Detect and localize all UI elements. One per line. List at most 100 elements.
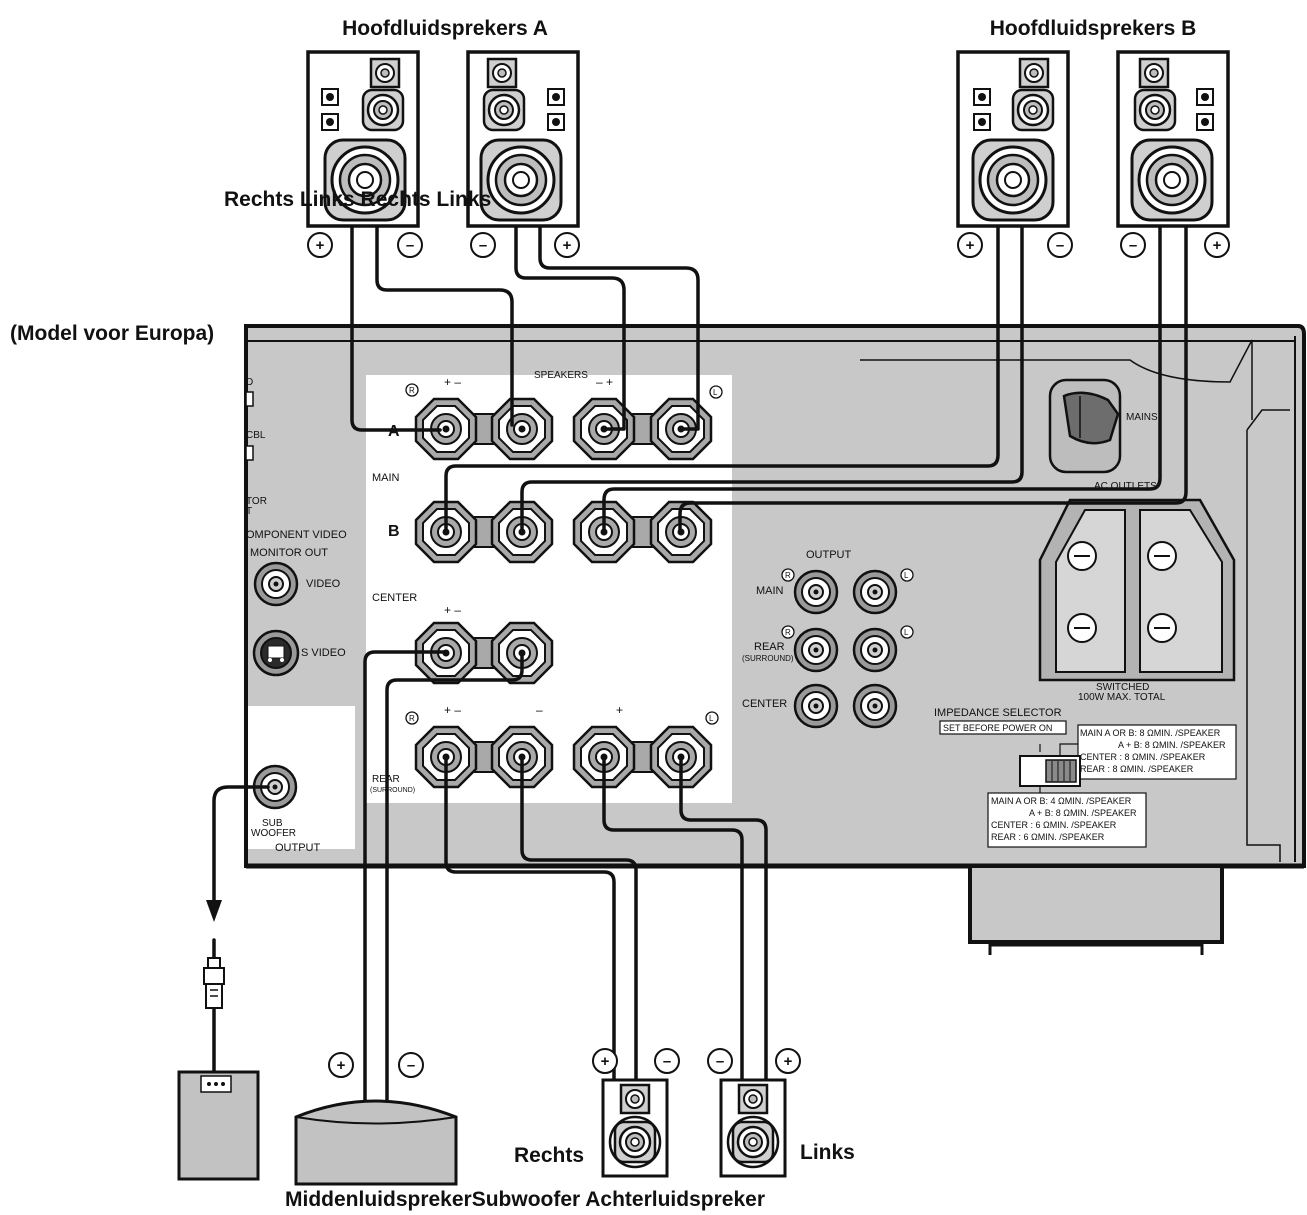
label-t-fragment: T (246, 506, 252, 517)
label-cbl-fragment: CBL (246, 430, 266, 441)
mains-inlet: MAINS (1048, 378, 1158, 474)
polarity-b-left-minus: – (1129, 237, 1137, 254)
cable-a-left-minus (514, 223, 626, 431)
imp-top-line-4: REAR : 8 ΩMIN. /SPEAKER (1080, 764, 1194, 774)
imp-top-line-3: CENTER : 8 ΩMIN. /SPEAKER (1080, 752, 1206, 762)
label-max-total: 100W MAX. TOTAL (1078, 692, 1166, 703)
label-rear-plus: + (616, 703, 623, 717)
polarity-rear-right-minus: – (663, 1053, 671, 1070)
out-center-jack-1[interactable] (793, 683, 839, 729)
label-out-center: CENTER (742, 698, 787, 710)
component-video-monitor-out: OMPONENT VIDEO MONITOR OUT VIDEO S VIDEO (246, 529, 347, 677)
label-speakers: SPEAKERS (534, 370, 588, 381)
polarity-a-right-minus: – (406, 237, 414, 254)
speaker-cables (212, 223, 1188, 1102)
cable-subwoofer (212, 785, 270, 902)
cable-rear-left-plus (602, 755, 744, 1082)
label-s-video: S VIDEO (301, 647, 346, 659)
cable-b-left-plus (678, 223, 1188, 534)
terminal-a-right-minus[interactable] (490, 397, 554, 461)
cable-b-left-minus (602, 223, 1162, 534)
polarity-a-left-minus: – (479, 237, 487, 254)
impedance-selector: IMPEDANCE SELECTOR SET BEFORE POWER ON M… (934, 707, 1237, 848)
marker-l-top: L (709, 385, 723, 399)
polarity-b-left-plus: + (1213, 237, 1222, 254)
polarity-b-right-plus: + (966, 237, 975, 254)
out-rear-right-jack[interactable] (793, 627, 839, 673)
marker-l-out-main: L (900, 568, 914, 582)
speaker-main-a-left (466, 50, 580, 228)
label-right-left-a: Rechts Links Rechts Links (224, 188, 491, 211)
terminal-labels: SPEAKERS R L + – – + A MAIN B CENTER + –… (370, 370, 723, 794)
polarity-rear-right-plus: + (601, 1053, 610, 1070)
imp-bottom-line-1: MAIN A OR B: 4 ΩMIN. /SPEAKER (991, 796, 1132, 806)
svg-text:L: L (709, 714, 714, 723)
svg-text:L: L (713, 388, 718, 397)
label-main: MAIN (372, 472, 400, 484)
polarity-b-right-minus: – (1056, 237, 1064, 254)
outlet-1-bottom[interactable] (1067, 613, 1097, 643)
label-switched: SWITCHED (1096, 682, 1149, 693)
video-jack[interactable] (253, 561, 299, 607)
cable-b-right-plus (444, 223, 1000, 534)
subwoofer-cable-arrow (206, 900, 222, 922)
pre-output-jacks: OUTPUT R L MAIN R L REAR (SURROUND) CENT… (742, 549, 914, 729)
imp-bottom-line-4: REAR : 6 ΩMIN. /SPEAKER (991, 832, 1105, 842)
label-sub: SUB (262, 818, 283, 829)
subwoofer-output: SUB WOOFER OUTPUT (251, 764, 321, 854)
label-impedance-selector: IMPEDANCE SELECTOR (934, 707, 1062, 719)
polarity-a-left-plus: + (563, 237, 572, 254)
cable-a-left-plus (538, 223, 700, 431)
out-main-left-jack[interactable] (852, 569, 898, 615)
polarity-center-minus: – (407, 1057, 415, 1074)
label-out-main: MAIN (756, 585, 784, 597)
polarity-center-plus: + (337, 1057, 346, 1074)
svg-text:R: R (409, 386, 415, 395)
marker-r-out-main: R (781, 568, 795, 582)
out-rear-left-jack[interactable] (852, 627, 898, 673)
cable-center-minus (385, 651, 524, 1102)
label-row-b: B (388, 523, 400, 540)
marker-r-out-rear: R (781, 625, 795, 639)
marker-r-top: R (405, 383, 419, 397)
label-rear-right: Rechts (514, 1144, 584, 1167)
label-plus-minus-right: + – (444, 375, 461, 389)
label-surround: (SURROUND) (370, 787, 415, 794)
svg-text:L: L (904, 571, 909, 580)
rear-speaker-left: – + (707, 1048, 801, 1178)
center-speaker: + – (294, 1052, 458, 1186)
cable-a-right-plus (350, 223, 442, 432)
rear-speaker-right: + – (592, 1048, 680, 1178)
outlet-2-top[interactable] (1147, 541, 1177, 571)
svg-text:L: L (904, 628, 909, 637)
ac-outlets: AC OUTLETS SWITCHED 100W MAX. TOTAL (1038, 481, 1236, 703)
marker-l-out-rear: L (900, 625, 914, 639)
svg-text:R: R (409, 714, 415, 723)
polarity-a-right-plus: + (316, 237, 325, 254)
outlet-2-bottom[interactable] (1147, 613, 1177, 643)
marker-r-rear: R (405, 711, 419, 725)
label-d-fragment: D (246, 377, 253, 388)
speaker-main-a-right (306, 50, 420, 228)
cable-rear-right-minus (520, 755, 638, 1082)
label-rear-plus-minus: + – (444, 703, 461, 717)
outlet-1-top[interactable] (1067, 541, 1097, 571)
cable-rear-right-plus (444, 755, 616, 1082)
label-set-before: SET BEFORE POWER ON (943, 723, 1052, 733)
speaker-main-b-left (1116, 50, 1230, 228)
label-component-video: OMPONENT VIDEO (246, 529, 347, 541)
label-sub-output: OUTPUT (275, 842, 321, 854)
cable-b-right-minus (520, 223, 1024, 534)
imp-bottom-line-2: A + B: 8 ΩMIN. /SPEAKER (1029, 808, 1137, 818)
out-main-right-jack[interactable] (793, 569, 839, 615)
impedance-slide-switch[interactable] (1019, 755, 1081, 787)
s-video-jack[interactable] (252, 629, 300, 677)
polarity-rear-left-plus: + (784, 1053, 793, 1070)
label-ac-outlets: AC OUTLETS (1094, 481, 1157, 492)
label-rear-minus: – (536, 703, 543, 717)
out-center-jack-2[interactable] (852, 683, 898, 729)
cable-rear-left-minus (679, 755, 768, 1082)
label-woofer: WOOFER (251, 828, 296, 839)
title-main-speakers-a: Hoofdluidsprekers A (342, 17, 548, 40)
